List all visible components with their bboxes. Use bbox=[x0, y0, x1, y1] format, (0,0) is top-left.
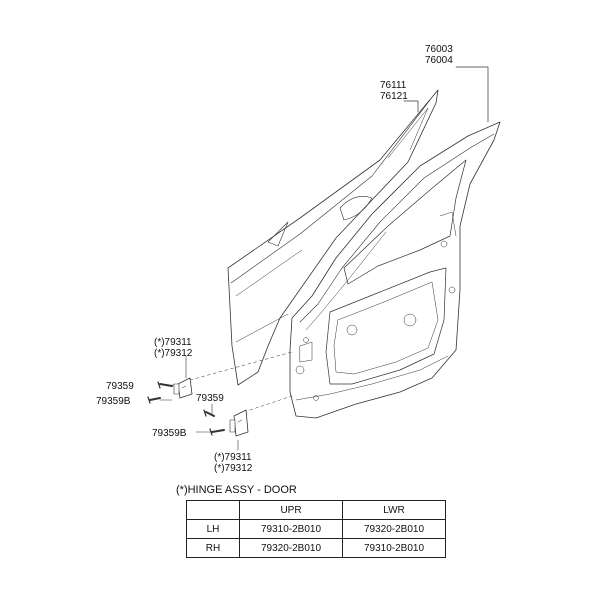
table-cell-upr: 79320-2B010 bbox=[239, 538, 343, 558]
upper-hinge-label-2: (*)79312 bbox=[154, 348, 193, 359]
table-header-row: UPR LWR bbox=[186, 500, 446, 520]
panel-label-2: 76121 bbox=[380, 91, 408, 102]
lower-hinge-label-1: (*)79311 bbox=[214, 452, 252, 463]
table-cell-lwr: 79320-2B010 bbox=[342, 519, 446, 539]
upper-bolt bbox=[157, 381, 173, 389]
lower-hinge bbox=[229, 409, 249, 437]
hinge-parts-table: UPR LWR LH 79310-2B010 79320-2B010 RH 79… bbox=[186, 500, 446, 558]
upper-hinge bbox=[173, 377, 193, 399]
door-outer-panel bbox=[227, 89, 439, 386]
door-assy-label-1: 76003 bbox=[425, 44, 453, 55]
table-cell-lwr: 79310-2B010 bbox=[342, 538, 446, 558]
table-title: (*)HINGE ASSY - DOOR bbox=[176, 484, 297, 496]
table-cell-side: LH bbox=[186, 519, 240, 539]
upper-bolt-label: 79359 bbox=[106, 381, 134, 392]
lower-bolt-b bbox=[209, 428, 225, 436]
upper-bolt-b bbox=[147, 396, 161, 404]
table-cell-upr: 79310-2B010 bbox=[239, 519, 343, 539]
table-row: LH 79310-2B010 79320-2B010 bbox=[186, 519, 446, 539]
table-row: RH 79320-2B010 79310-2B010 bbox=[186, 538, 446, 558]
table-cell-side: RH bbox=[186, 538, 240, 558]
upper-hinge-label-1: (*)79311 bbox=[154, 337, 192, 348]
lower-hinge-label-2: (*)79312 bbox=[214, 463, 253, 474]
upper-bolt-b-label: 79359B bbox=[96, 396, 131, 407]
lower-bolt-label: 79359 bbox=[196, 393, 224, 404]
door-assy-label-2: 76004 bbox=[425, 55, 453, 66]
panel-label-1: 76111 bbox=[380, 80, 407, 91]
leader-door-assy bbox=[455, 66, 489, 123]
table-header-cell: UPR bbox=[239, 500, 343, 520]
lower-bolt-b-label: 79359B bbox=[152, 428, 187, 439]
table-header-cell: LWR bbox=[342, 500, 446, 520]
lower-bolt bbox=[203, 409, 215, 417]
table-header-cell bbox=[186, 500, 240, 520]
leader-panel bbox=[403, 100, 419, 113]
door-inner-frame bbox=[289, 121, 501, 419]
